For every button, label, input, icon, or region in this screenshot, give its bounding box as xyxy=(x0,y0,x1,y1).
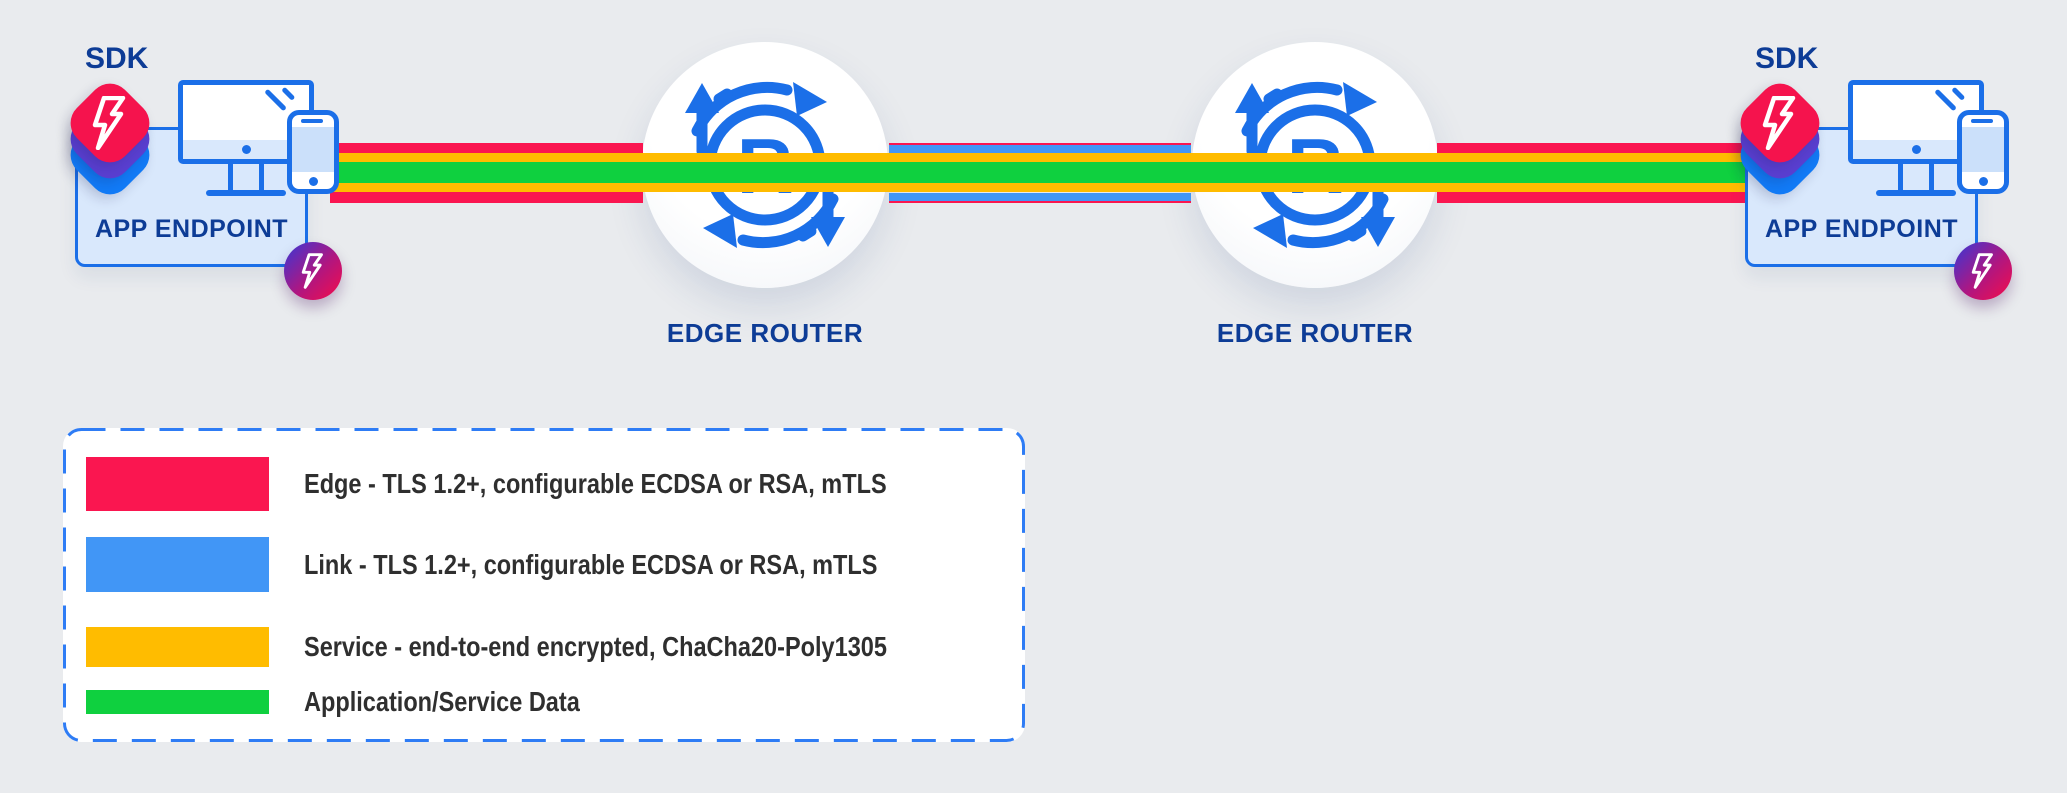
ziti-bolt-icon xyxy=(92,96,126,150)
service-channel-line-top xyxy=(330,153,1750,162)
phone-screen xyxy=(292,127,334,172)
legend-label-service: Service - end-to-end encrypted, ChaCha20… xyxy=(304,631,887,662)
monitor-base xyxy=(1876,190,1956,196)
edge-channel-line-right-top xyxy=(1437,143,1750,153)
ziti-bolt-icon xyxy=(1762,96,1796,150)
ziti-badge-icon xyxy=(1954,242,2012,300)
edge-channel-line-left-top xyxy=(330,143,643,153)
legend-swatch-data xyxy=(86,690,269,714)
legend-label-edge: Edge - TLS 1.2+, configurable ECDSA or R… xyxy=(304,468,887,499)
data-channel-line xyxy=(330,162,1750,183)
monitor-stand xyxy=(228,164,264,191)
ziti-bolt-icon xyxy=(301,253,323,289)
monitor-stand xyxy=(1898,164,1934,191)
legend-swatch-edge xyxy=(86,457,269,511)
edge-channel-sliver-top xyxy=(889,143,1191,146)
sdk-label: SDK xyxy=(1755,42,1819,75)
ziti-bolt-icon xyxy=(1971,253,1993,289)
router-icon: R xyxy=(1235,81,1395,249)
app-endpoint-left: SDK APP ENDPOINT xyxy=(0,0,400,330)
phone-speaker xyxy=(1971,119,1993,123)
app-endpoint-label: APP ENDPOINT xyxy=(94,215,289,243)
legend-dashed-border xyxy=(63,428,1025,742)
edge-channel-line-left-bottom xyxy=(330,192,643,203)
edge-channel-line-right-bottom xyxy=(1437,192,1750,203)
sdk-label: SDK xyxy=(85,42,149,75)
service-channel-line-bottom xyxy=(330,183,1750,192)
phone-home-dot xyxy=(309,177,318,186)
link-channel-line-bottom xyxy=(889,193,1191,201)
phone-home-dot xyxy=(1979,177,1988,186)
legend-swatch-service xyxy=(86,627,269,667)
monitor-camera-dot xyxy=(1912,145,1921,154)
ziti-badge-icon xyxy=(284,242,342,300)
app-endpoint-right: SDK APP ENDPOINT xyxy=(1670,0,2067,330)
legend-box: Edge - TLS 1.2+, configurable ECDSA or R… xyxy=(63,428,1025,742)
edge-channel-sliver-bottom xyxy=(889,200,1191,203)
link-channel-line-top xyxy=(889,145,1191,153)
legend-label-data: Application/Service Data xyxy=(304,686,580,717)
router-icon: R xyxy=(685,81,845,249)
legend-swatch-link xyxy=(86,537,269,592)
monitor-camera-dot xyxy=(242,145,251,154)
phone-speaker xyxy=(301,119,323,123)
monitor-base xyxy=(206,190,286,196)
phone-screen xyxy=(1962,127,2004,172)
app-endpoint-label: APP ENDPOINT xyxy=(1764,215,1959,243)
edge-router-label-right: EDGE ROUTER xyxy=(1216,318,1414,348)
edge-router-label-left: EDGE ROUTER xyxy=(666,318,864,348)
legend-label-link: Link - TLS 1.2+, configurable ECDSA or R… xyxy=(304,549,878,580)
